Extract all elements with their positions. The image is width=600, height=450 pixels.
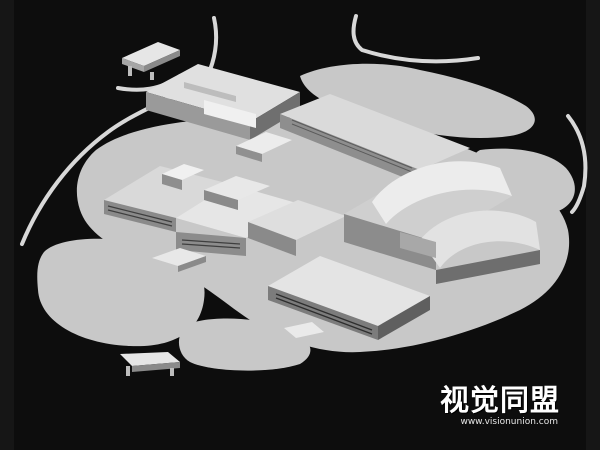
east-vault-hall: [344, 161, 540, 284]
road-east: [566, 114, 588, 214]
west-canopy: [152, 248, 206, 272]
south-building: [268, 256, 430, 340]
road-north: [351, 14, 480, 64]
road-north-west: [208, 16, 219, 72]
center-blocks: [162, 132, 346, 256]
ground-north-plate: [300, 63, 535, 139]
watermark: 视觉同盟 www.visionunion.com: [430, 384, 560, 428]
west-terraces: [104, 166, 300, 256]
north-wing: [146, 64, 300, 140]
vault-roof-north: [372, 161, 512, 224]
vault-roof-south: [420, 210, 540, 268]
central-bar: [280, 94, 470, 184]
watermark-logo-text: 视觉同盟: [439, 383, 560, 417]
north-pavilion: [122, 42, 180, 80]
south-pavilion: [120, 352, 180, 376]
watermark-url: www.visionunion.com: [460, 417, 558, 427]
